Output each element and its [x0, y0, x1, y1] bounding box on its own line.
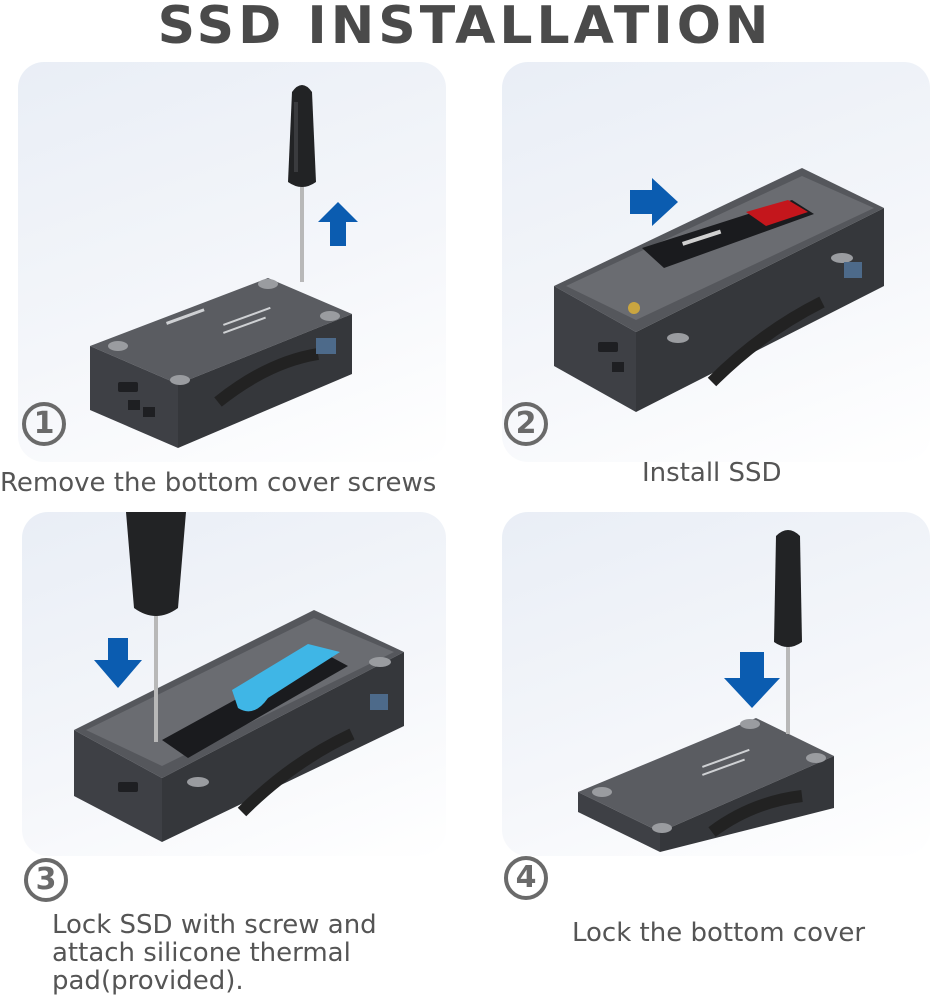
enclosure-open — [554, 168, 884, 412]
step-2-illustration — [554, 168, 884, 412]
screwdriver — [774, 530, 802, 734]
step-4-caption: Lock the bottom cover — [572, 918, 866, 948]
step-3-number: 3 — [24, 858, 68, 902]
step-4-panel — [502, 512, 930, 856]
screwdriver — [126, 512, 186, 742]
step-1-panel — [18, 62, 446, 462]
step-1-number: 1 — [22, 402, 66, 446]
step-4-illustration — [578, 530, 834, 852]
step-3-illustration — [74, 512, 404, 842]
step-1-caption: Remove the bottom cover screws — [0, 468, 437, 498]
page-title: SSD INSTALLATION — [157, 0, 773, 56]
step-4-number: 4 — [504, 856, 548, 900]
step-1-illustration — [90, 85, 358, 448]
step-3-caption-line-2: attach silicone thermal — [52, 938, 351, 968]
arrow-right-icon — [630, 178, 678, 226]
arrow-down-icon — [724, 652, 780, 708]
enclosure-closed — [90, 278, 352, 448]
step-3-panel — [22, 512, 446, 856]
arrow-up-icon — [318, 202, 358, 246]
arrow-down-icon — [94, 638, 142, 688]
step-2-panel — [502, 62, 930, 462]
thermal-pad — [232, 644, 340, 712]
step-3-caption-line-1: Lock SSD with screw and — [52, 910, 377, 940]
step-3-caption-line-3: pad(provided). — [52, 966, 244, 996]
step-2-caption: Install SSD — [642, 458, 782, 488]
enclosure-closed — [578, 718, 834, 852]
ssd-module — [642, 200, 814, 268]
step-2-number: 2 — [504, 402, 548, 446]
screwdriver — [288, 85, 316, 282]
